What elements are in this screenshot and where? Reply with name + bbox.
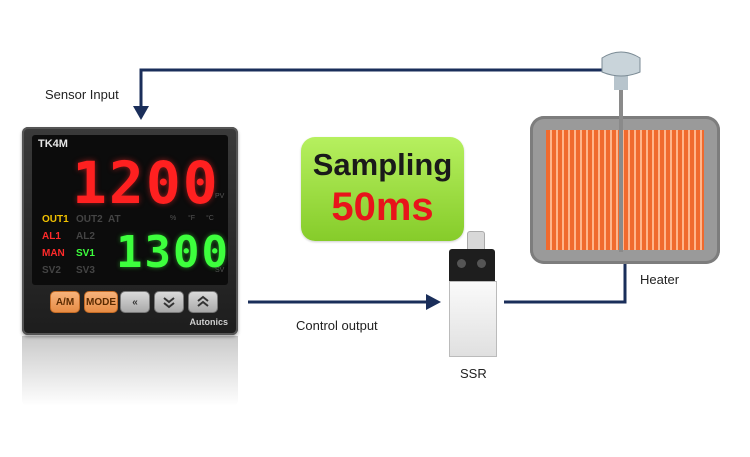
temperature-sensor (601, 51, 641, 252)
ssr-heater-line (504, 262, 627, 304)
indicator-al1: AL1 (42, 231, 61, 242)
sv-display: 1300 (116, 227, 230, 278)
sensor-head (601, 51, 641, 77)
sv-unit-tag: SV (215, 267, 225, 274)
fahrenheit-unit: °F (188, 215, 196, 222)
brand-label: Autonics (189, 317, 228, 327)
up-button[interactable] (188, 291, 218, 313)
mode-button[interactable]: MODE (84, 291, 118, 313)
ssr-label: SSR (460, 366, 487, 381)
indicator-out2: OUT2 (76, 214, 103, 225)
pv-unit-tag: PV (215, 193, 225, 200)
control-output-label: Control output (296, 318, 378, 333)
down-button[interactable] (154, 291, 184, 313)
ssr-terminal-block (449, 249, 495, 281)
indicator-out1: OUT1 (42, 214, 69, 225)
celsius-unit: °C (206, 215, 214, 222)
indicator-sv1: SV1 (76, 248, 95, 259)
sensor-arrow-head (133, 106, 149, 120)
double-chevron-down-icon (163, 297, 175, 309)
indicator-man: MAN (42, 248, 65, 259)
sensor-probe-stem (619, 84, 623, 252)
pv-display: 1200 (72, 149, 220, 217)
heater-label: Heater (640, 272, 680, 287)
sampling-badge: Sampling 50ms (301, 137, 464, 241)
indicator-sv3: SV3 (76, 265, 95, 276)
sensor-feedback-line (139, 68, 608, 108)
am-button[interactable]: A/M (50, 291, 80, 313)
controller-reflection (22, 336, 238, 406)
shift-left-button[interactable]: « (120, 291, 150, 313)
ssr-body (449, 281, 497, 357)
double-chevron-left-icon: « (132, 296, 138, 308)
sampling-rate: 50ms (331, 185, 434, 229)
heater-coils (546, 130, 704, 250)
control-output-arrow-head (426, 294, 441, 310)
temperature-controller: TK4M 1200 PV % °F °C OUT1 OUT2 AT AL1 AL… (22, 127, 238, 335)
indicator-al2: AL2 (76, 231, 95, 242)
controller-display: TK4M 1200 PV % °F °C OUT1 OUT2 AT AL1 AL… (32, 135, 228, 285)
sensor-input-label: Sensor Input (45, 87, 119, 102)
controller-model: TK4M (38, 138, 68, 150)
double-chevron-up-icon (197, 295, 209, 307)
sampling-label: Sampling (312, 147, 453, 182)
heater-element (530, 116, 720, 264)
indicator-at: AT (108, 214, 121, 225)
percent-unit: % (170, 215, 177, 222)
indicator-sv2: SV2 (42, 265, 61, 276)
ssr-device (449, 231, 497, 357)
